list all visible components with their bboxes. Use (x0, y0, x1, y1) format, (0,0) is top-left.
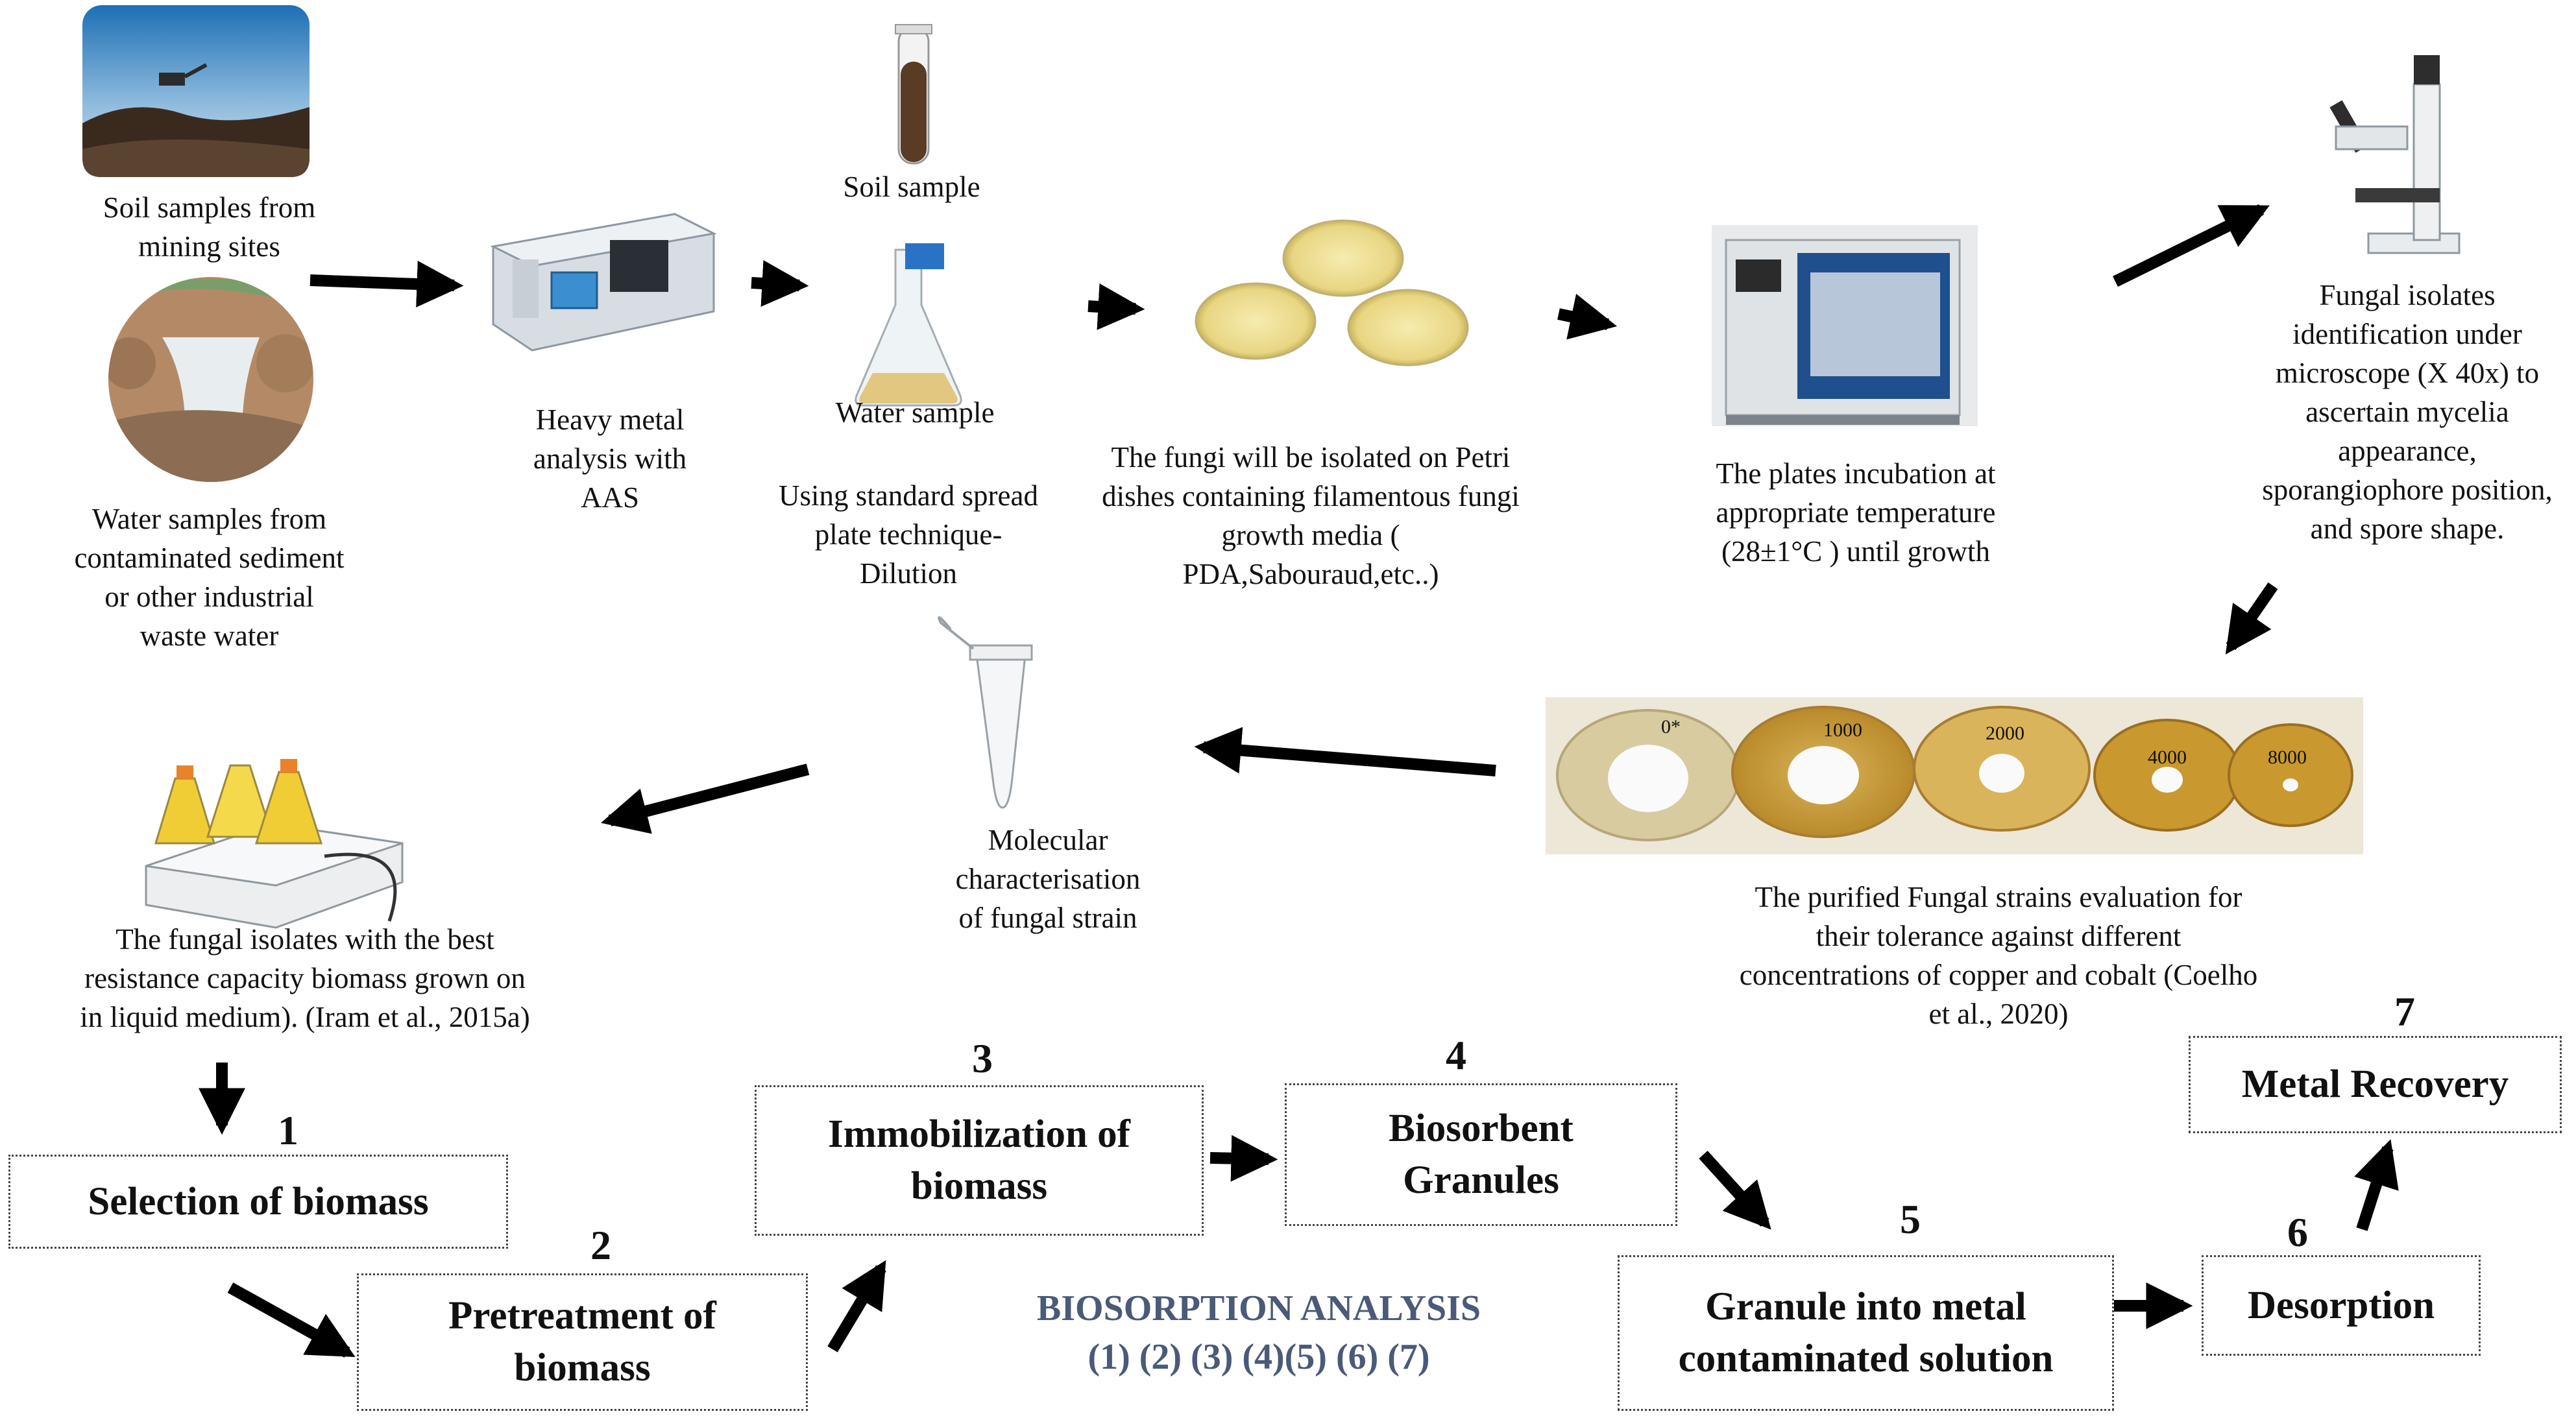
water-samples-label: Water samples from contaminated sediment… (74, 503, 345, 652)
petri-dishes-illustration (1195, 219, 1469, 367)
water-flask-illustration (855, 243, 962, 407)
incubation-label: The plates incubation at appropriate tem… (1716, 457, 1996, 568)
soil-tube-illustration (895, 24, 932, 165)
fungi-isolated-label: The fungi will be isolated on Petri dish… (1102, 441, 1520, 590)
arrow-petri-to-incubator (1557, 293, 1618, 340)
water-sample-label: Water sample (835, 396, 995, 429)
aas-instrument-illustration (490, 213, 717, 352)
microscope-illustration (2329, 55, 2461, 254)
step5-number: 5 (1900, 1196, 1921, 1242)
plate-label-4000: 4000 (2148, 747, 2187, 768)
arrow-samples-to-aas (310, 260, 464, 307)
molecular-label: Molecular characterisation of fungal str… (955, 824, 1141, 934)
step3-immobilization-box: Immobilization of biomass (755, 1085, 1204, 1236)
plate-label-1000: 1000 (1823, 719, 1862, 741)
mining-site-photo (82, 5, 310, 177)
arrow-microscope-to-plates (2225, 582, 2278, 655)
step4-number: 4 (1446, 1032, 1466, 1078)
plate-label-2000: 2000 (1986, 723, 2024, 744)
contaminated-water-photo (108, 277, 313, 482)
arrow-molecular-to-shaker (601, 763, 810, 834)
tolerance-plates-photo (1546, 697, 2363, 854)
plate-label-8000: 8000 (2268, 747, 2307, 768)
step6-desorption-box: Desorption (2202, 1255, 2481, 1356)
step3-number: 3 (972, 1035, 993, 1081)
arrow-incubator-to-microscope (2113, 204, 2270, 287)
arrow-samples-to-petri (1088, 283, 1145, 330)
step2-number: 2 (590, 1222, 611, 1268)
step1-selection-box: Selection of biomass (8, 1155, 508, 1249)
arrow-step3-to-step4 (1209, 1135, 1278, 1182)
arrow-step1-to-step2 (227, 1282, 356, 1358)
biosorption-title: BIOSORPTION ANALYSIS (1036, 1288, 1481, 1328)
shaker-illustration (145, 759, 404, 929)
incubator-illustration (1712, 225, 1978, 426)
spread-plate-label: Using standard spread plate technique- D… (779, 479, 1038, 590)
step1-number: 1 (278, 1107, 298, 1153)
step5-solution-box: Granule into metal contaminated solution (1618, 1255, 2114, 1411)
step4-granules-box: Biosorbent Granules (1285, 1083, 1677, 1226)
eppendorf-tube-illustration (938, 616, 1033, 809)
soil-mining-label: Soil samples from mining sites (103, 191, 316, 263)
fungal-best-label: The fungal isolates with the best resist… (80, 923, 530, 1033)
arrow-step4-to-step5 (1699, 1150, 1771, 1230)
arrow-step6-to-step7 (2354, 1139, 2399, 1231)
arrow-plates-to-molecular (1194, 727, 1496, 776)
step7-metal-recovery-box: Metal Recovery (2189, 1036, 2562, 1133)
step7-number: 7 (2394, 989, 2415, 1035)
biosorption-sequence: (1) (2) (3) (4)(5) (6) (7) (1088, 1337, 1430, 1377)
plate-label-0: 0* (1661, 716, 1681, 738)
microscope-label: Fungal isolates identification under mic… (2262, 279, 2553, 545)
soil-sample-label: Soil sample (843, 171, 980, 203)
purified-strains-label: The purified Fungal strains evaluation f… (1739, 881, 2258, 1030)
step6-number: 6 (2287, 1209, 2308, 1255)
arrow-aas-to-samples (751, 259, 809, 307)
heavy-metal-label: Heavy metal analysis with AAS (533, 403, 687, 514)
step2-pretreatment-box: Pretreatment of biomass (357, 1273, 808, 1411)
arrow-step2-to-step3 (827, 1260, 886, 1352)
